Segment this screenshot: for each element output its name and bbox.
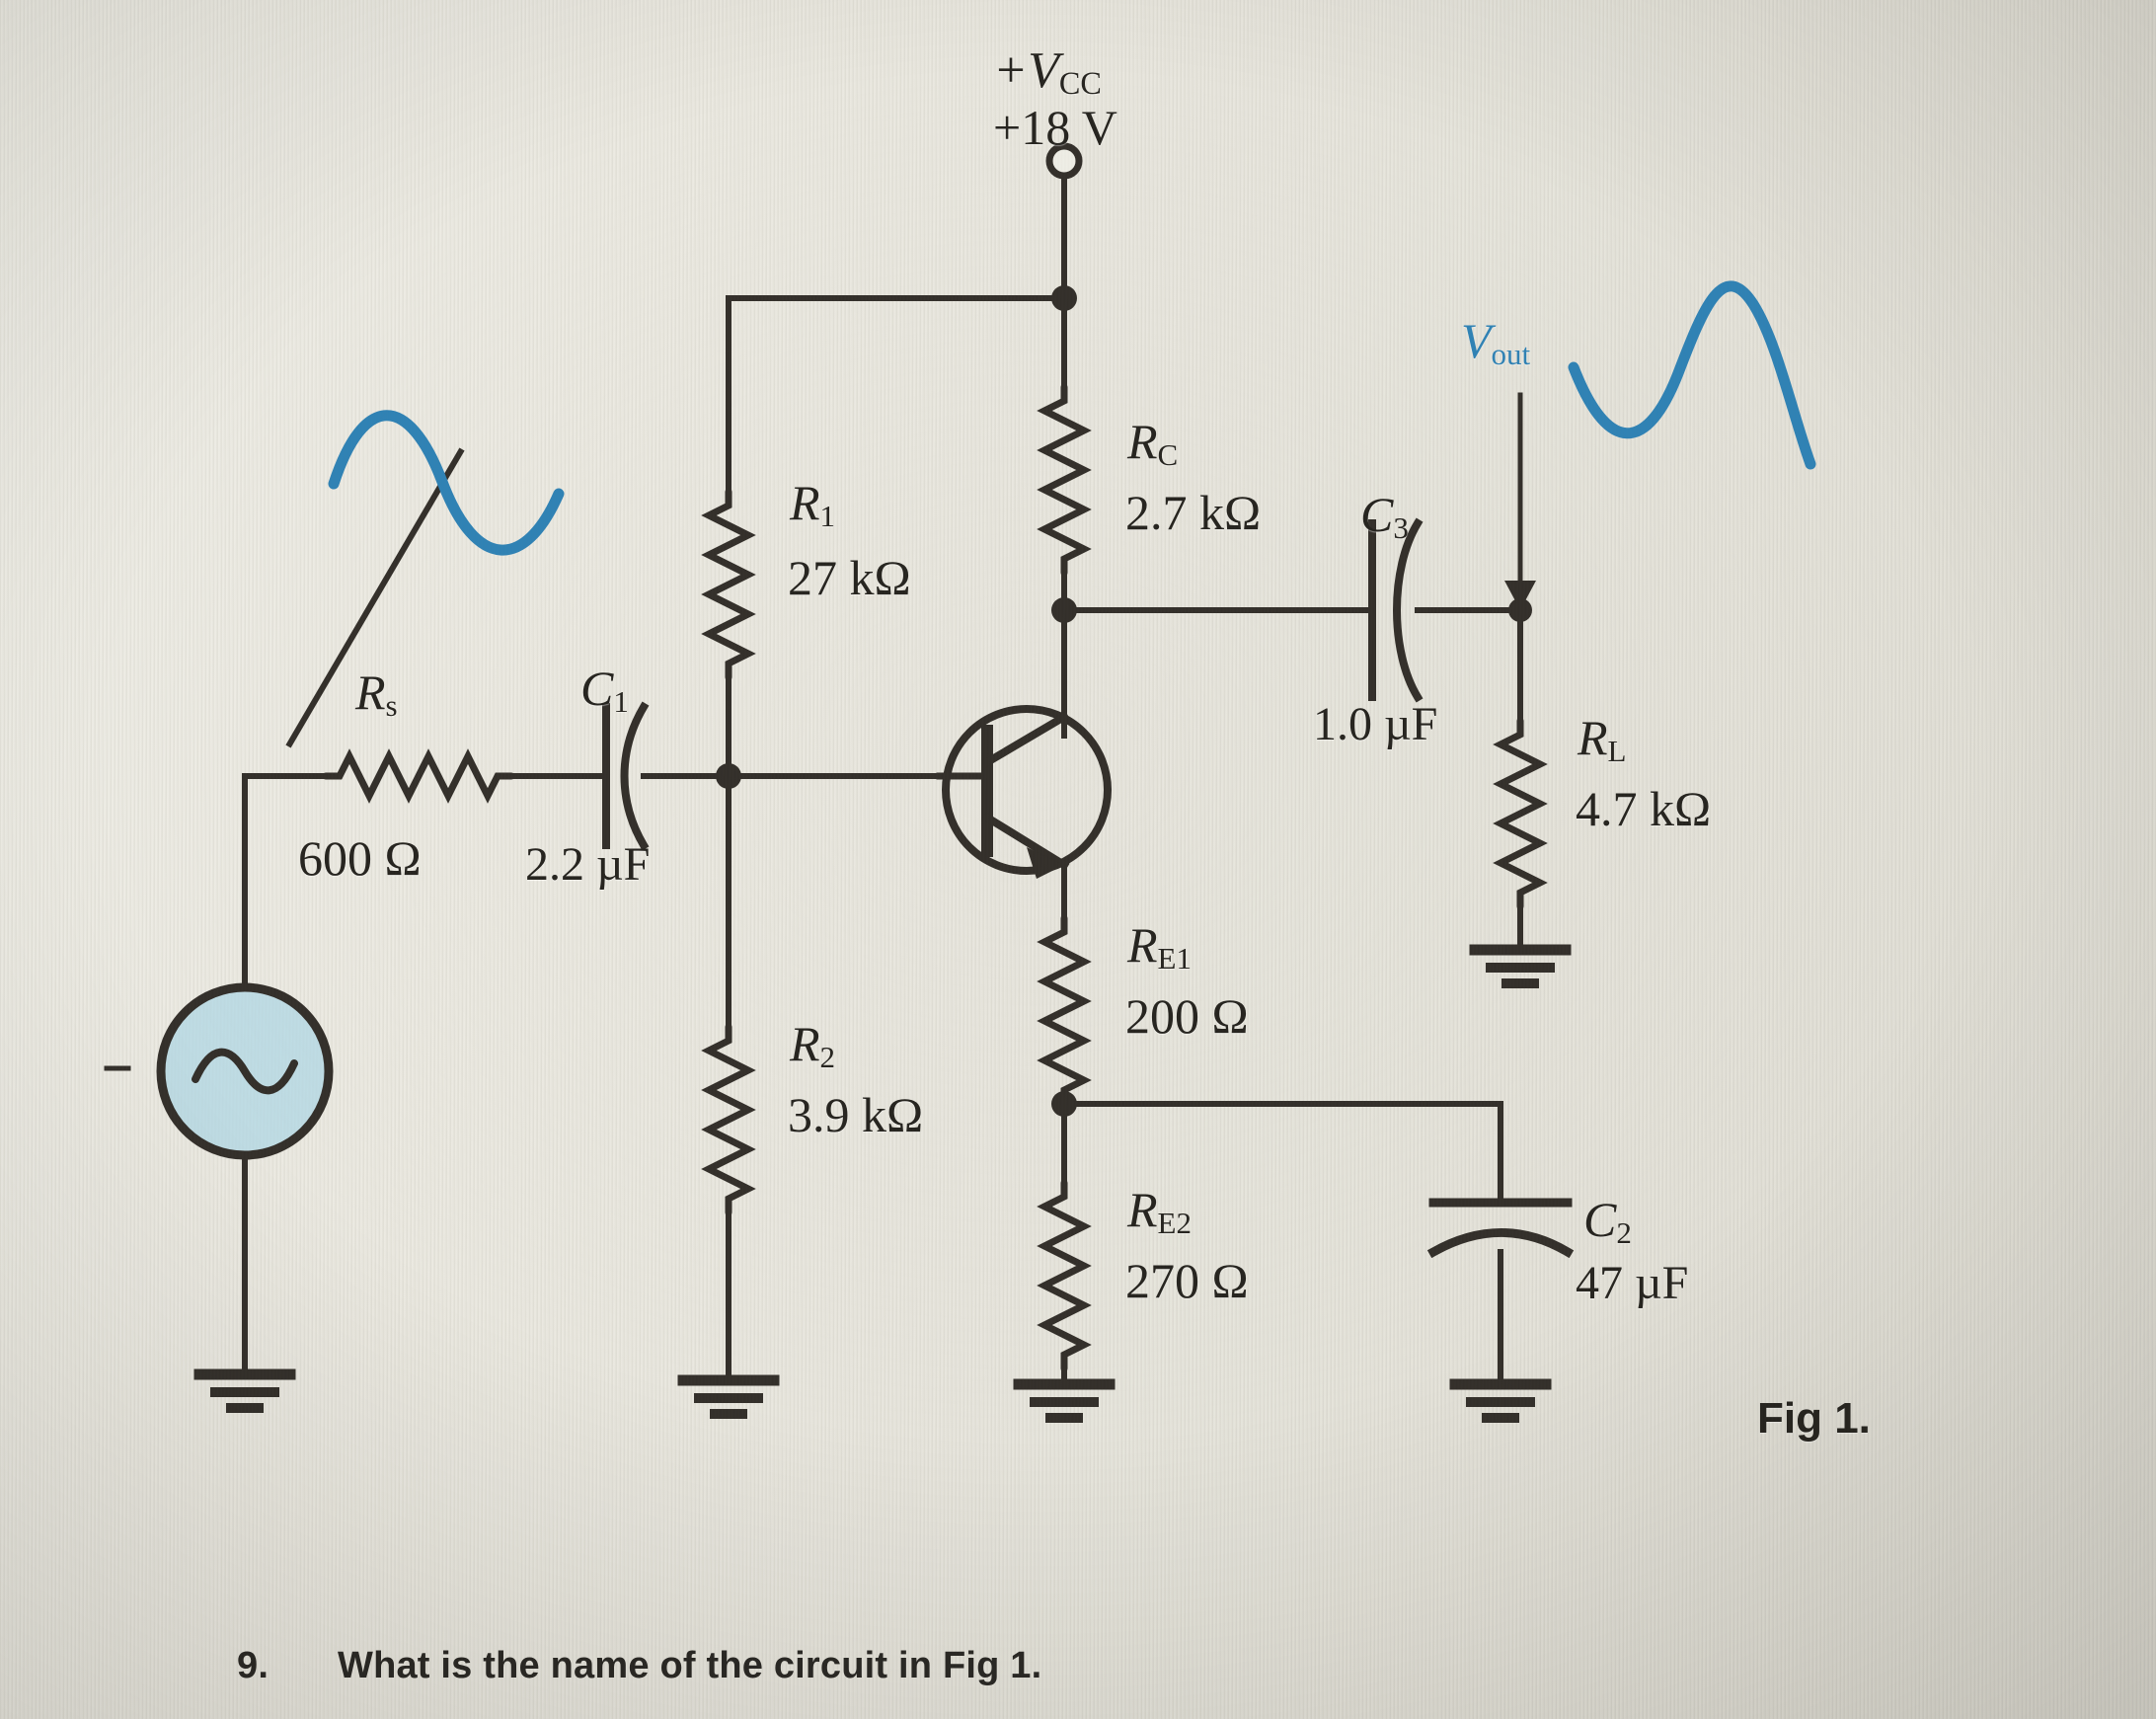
transistor-npn — [936, 705, 1112, 921]
emitter-arrow — [1027, 847, 1064, 879]
output-voltage-label: Vout — [1461, 313, 1531, 371]
component-label-RE1: RE1 — [1127, 917, 1192, 976]
component-value-R2: 3.9 kΩ — [788, 1087, 924, 1142]
question-text: What is the name of the circuit in Fig 1… — [338, 1645, 1042, 1686]
ground-RL — [1475, 950, 1566, 983]
output-waveform — [1568, 280, 1816, 470]
resistor-RE2 — [1044, 1183, 1084, 1385]
ground-R2 — [683, 1380, 774, 1414]
component-value-RE2: 270 Ω — [1125, 1253, 1249, 1308]
component-value-RC: 2.7 kΩ — [1125, 485, 1262, 540]
ground-RE2 — [1019, 1384, 1110, 1418]
capacitor-C2 — [1426, 1198, 1575, 1385]
component-value-RL: 4.7 kΩ — [1576, 781, 1712, 836]
input-waveform — [328, 410, 565, 556]
resistor-RC — [1044, 295, 1084, 613]
component-value-R1: 27 kΩ — [788, 550, 911, 605]
supply-voltage-label: +18 V — [993, 100, 1117, 155]
component-value-C1: 2.2 µF — [525, 838, 651, 891]
supply-symbol-label: +VCC — [993, 42, 1102, 102]
component-label-RE2: RE2 — [1127, 1182, 1192, 1240]
ground-source — [199, 1374, 290, 1408]
vout-arrow — [1504, 392, 1536, 610]
resistor-R2 — [709, 1027, 748, 1381]
component-value-C3: 1.0 µF — [1313, 698, 1438, 750]
question-number: 9. — [237, 1645, 270, 1686]
component-label-Rs: Rs — [355, 664, 398, 723]
component-label-R2: R2 — [790, 1016, 836, 1074]
capacitor-C1 — [602, 701, 732, 851]
resistor-R1 — [709, 492, 748, 779]
ground-C2 — [1455, 1384, 1546, 1418]
component-label-R1: R1 — [790, 475, 836, 533]
ac-source — [156, 982, 334, 1375]
input-waveform-leader — [285, 447, 465, 748]
component-label-C2: C2 — [1583, 1192, 1632, 1250]
resistor-RL — [1501, 721, 1540, 951]
supply-terminal — [1045, 142, 1083, 301]
component-label-RC: RC — [1127, 414, 1179, 472]
component-label-C3: C3 — [1360, 487, 1409, 545]
component-value-RE1: 200 Ω — [1125, 988, 1249, 1044]
resistor-RE1 — [1044, 918, 1084, 1104]
component-label-C1: C1 — [580, 661, 629, 719]
resistor-Rs — [326, 756, 609, 796]
component-label-RL: RL — [1578, 710, 1627, 768]
component-value-C2: 47 µF — [1576, 1257, 1689, 1309]
capacitor-C3 — [1368, 517, 1523, 703]
figure-caption: Fig 1. — [1757, 1394, 1871, 1443]
component-value-Rs: 600 Ω — [298, 830, 422, 886]
